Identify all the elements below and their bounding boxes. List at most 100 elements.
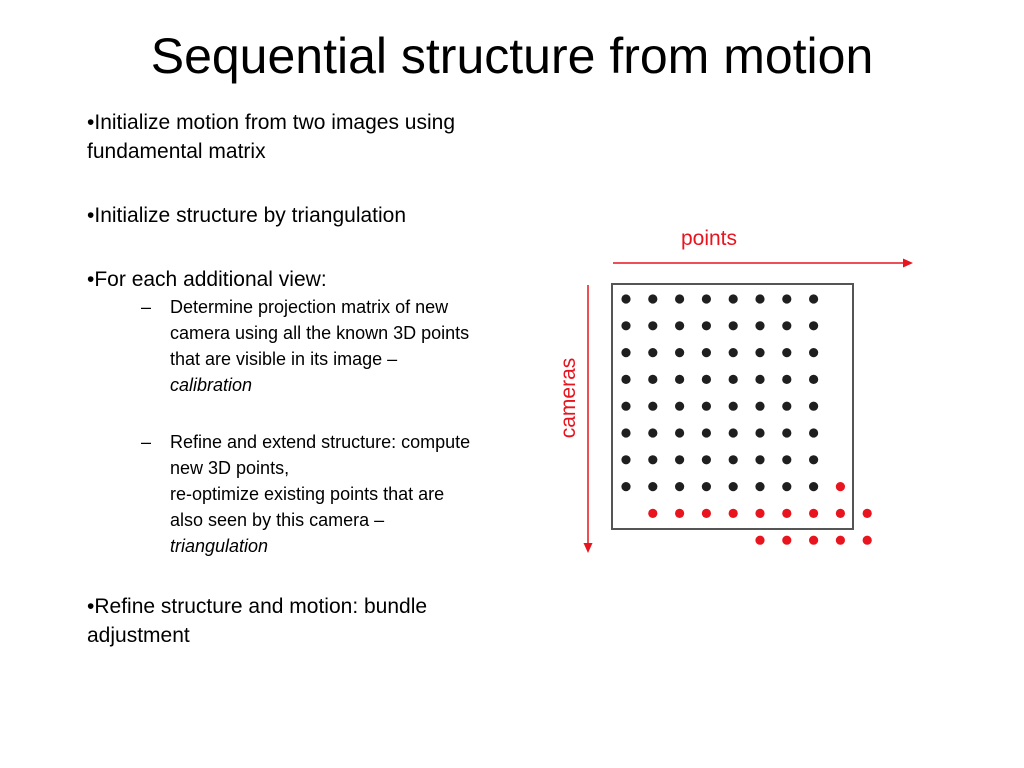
- known-point-dot: [809, 348, 819, 358]
- subbullet-triangulation: – Refine and extend structure: compute n…: [87, 429, 557, 559]
- bullet-text: adjustment: [87, 624, 190, 647]
- known-point-dot: [675, 294, 685, 304]
- subbullet-text: also seen by this camera –: [170, 510, 385, 530]
- new-point-dot: [755, 535, 765, 545]
- points-cameras-diagram: points cameras: [557, 227, 913, 553]
- known-point-dot: [728, 401, 738, 411]
- known-point-dot: [701, 455, 711, 465]
- known-point-dot: [728, 294, 738, 304]
- known-point-dot: [621, 428, 631, 438]
- known-point-dot: [782, 348, 792, 358]
- known-point-dot: [782, 455, 792, 465]
- points-arrow-head: [903, 258, 913, 268]
- known-point-dot: [701, 401, 711, 411]
- known-point-dot: [728, 428, 738, 438]
- known-point-dot: [648, 294, 658, 304]
- bullet-list: •Initialize motion from two images using…: [87, 108, 557, 650]
- known-point-dot: [782, 321, 792, 331]
- new-point-dot: [862, 535, 872, 545]
- known-point-dot: [809, 321, 819, 331]
- known-point-dot: [809, 482, 819, 492]
- known-point-dot: [782, 401, 792, 411]
- known-point-dot: [621, 482, 631, 492]
- known-point-dot: [621, 401, 631, 411]
- bullet-text: fundamental matrix: [87, 140, 266, 163]
- known-point-dot: [728, 482, 738, 492]
- bullet-text: Refine structure and motion: bundle: [94, 595, 428, 618]
- known-point-dot: [621, 294, 631, 304]
- bullet-text: Initialize motion from two images using: [94, 111, 456, 134]
- subbullet-text: that are visible in its image –: [170, 349, 398, 369]
- known-point-dot: [648, 321, 658, 331]
- known-point-dot: [755, 321, 765, 331]
- known-point-dot: [809, 428, 819, 438]
- known-point-dot: [675, 428, 685, 438]
- new-point-dot: [755, 508, 765, 518]
- cameras-arrow-head: [583, 543, 593, 553]
- known-point-dot: [701, 294, 711, 304]
- new-point-dot: [782, 508, 792, 518]
- new-point-dot: [809, 535, 819, 545]
- known-point-dot: [755, 428, 765, 438]
- known-point-dot: [675, 401, 685, 411]
- known-point-dot: [728, 374, 738, 384]
- subbullet-calibration: – Determine projection matrix of new cam…: [87, 294, 557, 398]
- subbullet-italic-term: calibration: [170, 375, 253, 395]
- known-point-dot: [621, 348, 631, 358]
- subbullet-text: Determine projection matrix of new: [170, 297, 449, 317]
- subbullet-text: new 3D points,: [170, 458, 290, 478]
- new-point-dot: [835, 508, 845, 518]
- known-point-dot: [728, 321, 738, 331]
- dot-grid: [621, 294, 872, 545]
- points-label: points: [681, 227, 737, 250]
- known-point-dot: [621, 374, 631, 384]
- known-point-dot: [809, 294, 819, 304]
- known-point-dot: [755, 482, 765, 492]
- known-point-dot: [782, 294, 792, 304]
- known-point-dot: [809, 401, 819, 411]
- known-point-dot: [675, 321, 685, 331]
- slide-title: Sequential structure from motion: [150, 28, 874, 84]
- known-point-dot: [755, 348, 765, 358]
- new-point-dot: [701, 508, 711, 518]
- new-point-dot: [862, 508, 872, 518]
- known-point-dot: [621, 321, 631, 331]
- known-point-dot: [675, 374, 685, 384]
- known-point-dot: [755, 294, 765, 304]
- bullet-mark: •: [87, 111, 95, 134]
- bullet-text: Initialize structure by triangulation: [94, 204, 407, 227]
- known-point-dot: [755, 401, 765, 411]
- known-point-dot: [782, 482, 792, 492]
- subbullet-dash: –: [141, 432, 152, 452]
- new-point-dot: [782, 535, 792, 545]
- known-point-dot: [648, 348, 658, 358]
- subbullet-italic-term: triangulation: [170, 536, 269, 556]
- bullet-bundle-adjustment: •Refine structure and motion: bundle adju…: [87, 592, 557, 650]
- new-point-dot: [648, 508, 658, 518]
- bullet-mark: •: [87, 595, 95, 618]
- known-point-dot: [728, 348, 738, 358]
- known-point-dot: [782, 374, 792, 384]
- known-point-dot: [675, 482, 685, 492]
- known-point-dot: [701, 348, 711, 358]
- subbullet-text: re-optimize existing points that are: [170, 484, 445, 504]
- known-point-dot: [701, 321, 711, 331]
- subbullet-text: camera using all the known 3D points: [170, 323, 470, 343]
- bullet-mark: •: [87, 268, 95, 291]
- bullet-mark: •: [87, 204, 95, 227]
- matrix-box: [611, 283, 854, 530]
- bullet-additional-view: •For each additional view:: [87, 265, 557, 294]
- new-point-dot: [835, 535, 845, 545]
- known-point-dot: [728, 455, 738, 465]
- known-point-dot: [809, 374, 819, 384]
- bullet-initialize-structure: •Initialize structure by triangulation: [87, 201, 557, 230]
- known-point-dot: [782, 428, 792, 438]
- known-point-dot: [648, 401, 658, 411]
- new-point-dot: [675, 508, 685, 518]
- known-point-dot: [701, 374, 711, 384]
- new-point-dot: [728, 508, 738, 518]
- known-point-dot: [648, 482, 658, 492]
- known-point-dot: [675, 455, 685, 465]
- known-point-dot: [648, 455, 658, 465]
- known-point-dot: [675, 348, 685, 358]
